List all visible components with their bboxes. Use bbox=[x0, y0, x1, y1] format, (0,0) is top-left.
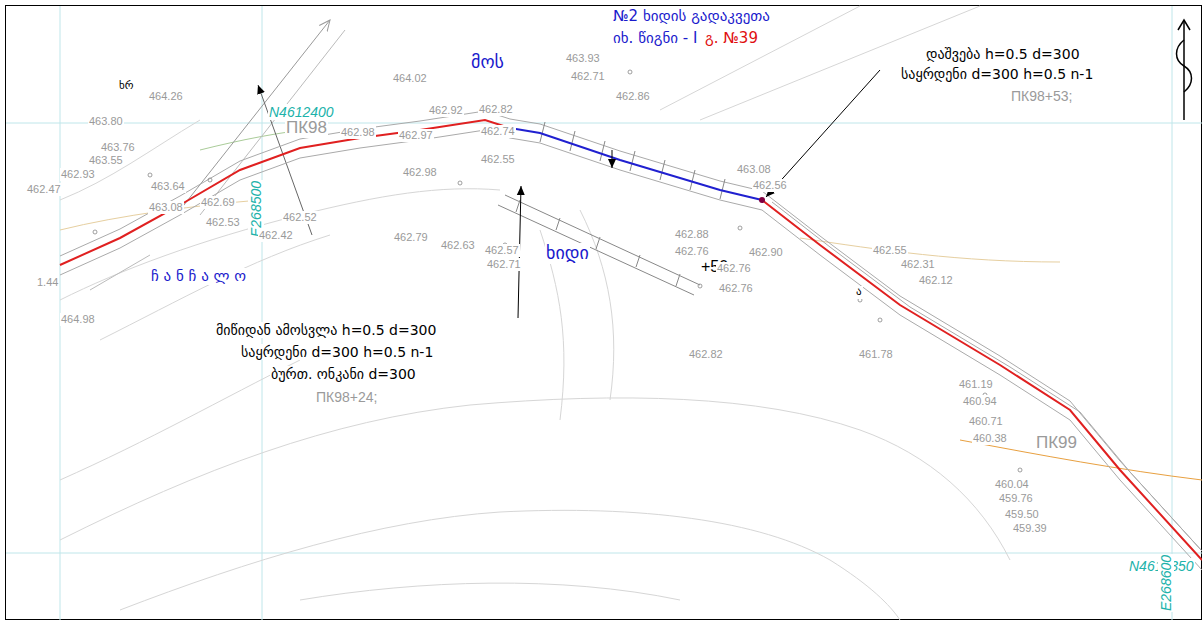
elevation-value: 462.71 bbox=[570, 70, 606, 83]
callout-note: დაშვება h=0.5 d=300 bbox=[925, 46, 1081, 62]
callout-note: საყრდენი d=300 h=0.5 n-1 bbox=[900, 66, 1094, 82]
elevation-value: 463.80 bbox=[88, 115, 124, 128]
elevation-value: 459.39 bbox=[1012, 522, 1048, 535]
elevation-value: 462.69 bbox=[200, 196, 236, 209]
place-name: მოს bbox=[470, 52, 505, 73]
elevation-value: 463.93 bbox=[565, 52, 601, 65]
north-arrow bbox=[1177, 20, 1192, 120]
chainage-label: ПК98+53; bbox=[1010, 88, 1073, 104]
chainage-label: ПК98+24; bbox=[315, 389, 378, 405]
elevation-value: 462.76 bbox=[674, 245, 710, 258]
elevation-value: 462.79 bbox=[393, 231, 429, 244]
grid-coordinate: N4612400 bbox=[268, 104, 335, 120]
elevation-value: 461.78 bbox=[858, 348, 894, 361]
elevation-value: 463.55 bbox=[88, 154, 124, 167]
elevation-value: 462.88 bbox=[674, 228, 710, 241]
place-name: ხიდი bbox=[545, 243, 590, 264]
elevation-value: 462.76 bbox=[718, 282, 754, 295]
elevation-value: 462.55 bbox=[872, 244, 908, 257]
elevation-value: 464.26 bbox=[148, 90, 184, 103]
grid-coordinate: E268600 bbox=[1158, 554, 1174, 612]
elevation-value: 462.97 bbox=[398, 129, 434, 142]
elevation-value: 462.76 bbox=[716, 262, 752, 275]
symbol-label: ხრ bbox=[118, 80, 135, 93]
elevation-value: 462.86 bbox=[615, 90, 651, 103]
callout-note: ბურთ. ონკანი d=300 bbox=[270, 366, 417, 382]
elevation-value: 459.50 bbox=[1004, 508, 1040, 521]
elevation-value: 462.42 bbox=[258, 229, 294, 242]
elevation-value: 462.31 bbox=[900, 258, 936, 271]
elevation-value: 460.04 bbox=[994, 478, 1030, 491]
elevation-value: 460.71 bbox=[968, 415, 1004, 428]
elevation-value: 462.92 bbox=[428, 104, 464, 117]
elevation-value: 464.02 bbox=[392, 72, 428, 85]
elevation-value: 462.90 bbox=[748, 246, 784, 259]
elevation-value: 459.76 bbox=[998, 492, 1034, 505]
symbol-label: ა bbox=[855, 286, 863, 299]
elevation-value: 463.64 bbox=[150, 180, 186, 193]
bridge bbox=[498, 122, 725, 295]
elevation-value: 463.08 bbox=[148, 201, 184, 214]
callout-note: მიწიდან ამოსვლა h=0.5 d=300 bbox=[215, 322, 437, 338]
river-name: ჩ ა ნ ჩ ა ლ ო bbox=[150, 268, 247, 285]
elevation-value: 463.76 bbox=[100, 141, 136, 154]
elevation-value: 462.47 bbox=[26, 183, 62, 196]
elevation-value: 462.71 bbox=[486, 258, 522, 271]
chainage-label: ПК99 bbox=[1035, 433, 1078, 453]
elevation-value: 462.93 bbox=[60, 168, 96, 181]
contours bbox=[60, 6, 1010, 620]
chainage-label: ПК98 bbox=[285, 118, 328, 138]
bridge-pipe bbox=[510, 128, 762, 200]
elevation-value: 462.52 bbox=[282, 211, 318, 224]
pipeline bbox=[762, 200, 1202, 560]
elevation-value: 1.44 bbox=[36, 276, 59, 289]
callout-reference: გ. №39 bbox=[704, 30, 759, 47]
elevation-value: 462.82 bbox=[688, 348, 724, 361]
elevation-value: 462.98 bbox=[340, 126, 376, 139]
elevation-value: 462.82 bbox=[478, 103, 514, 116]
elevation-value: 462.12 bbox=[918, 274, 954, 287]
elevation-value: 460.94 bbox=[962, 395, 998, 408]
elevation-value: 462.57 bbox=[484, 244, 520, 257]
elevation-value: 462.53 bbox=[205, 216, 241, 229]
road-edge bbox=[60, 111, 1202, 570]
elevation-value: 461.19 bbox=[958, 378, 994, 391]
elevation-value: 460.38 bbox=[972, 432, 1008, 445]
pipeline bbox=[60, 120, 510, 265]
callout-reference: იხ. წიგნი - I bbox=[612, 30, 698, 47]
grid bbox=[6, 6, 1202, 620]
callout-title: №2 ხიდის გადაკვეთა bbox=[612, 8, 771, 25]
elevation-value: 462.56 bbox=[752, 179, 788, 192]
elevation-value: 462.55 bbox=[480, 153, 516, 166]
elevation-value: 462.98 bbox=[402, 166, 438, 179]
elevation-value: 462.74 bbox=[480, 125, 516, 138]
elevation-value: 464.98 bbox=[60, 313, 96, 326]
elevation-value: 463.08 bbox=[736, 163, 772, 176]
callout-note: საყრდენი d=300 h=0.5 n-1 bbox=[240, 344, 434, 360]
elevation-value: 462.63 bbox=[440, 239, 476, 252]
